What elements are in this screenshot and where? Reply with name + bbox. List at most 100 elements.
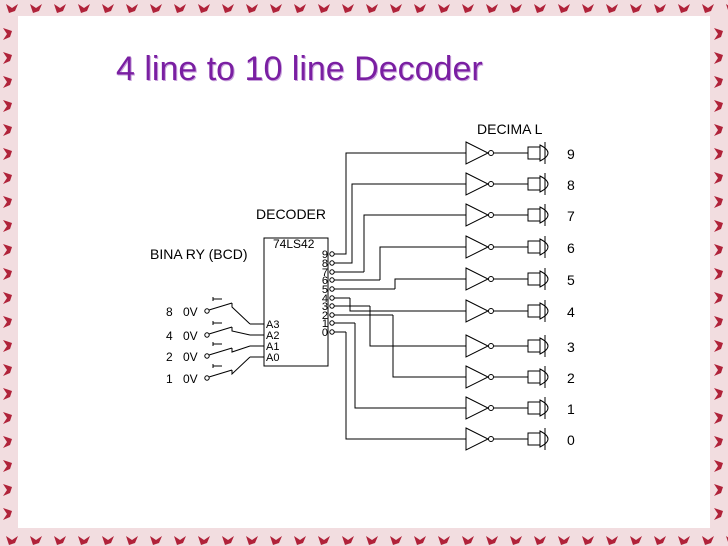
border-ornament (510, 4, 522, 13)
border-ornament (714, 100, 723, 112)
border-ornament (3, 268, 12, 280)
output-wire (354, 323, 466, 409)
border-ornament (3, 28, 12, 40)
chip-input-pin-label: A1 (266, 341, 279, 353)
switch-weight-label: 4 (166, 329, 173, 343)
output-wire (345, 332, 466, 440)
border-ornament (714, 316, 723, 328)
border-ornament (486, 536, 498, 545)
chip-output-pin-label: 2 (322, 310, 328, 322)
border-ornament (222, 4, 234, 13)
border-ornament (714, 292, 723, 304)
buffer-gate (465, 172, 490, 196)
border-ornament (438, 536, 450, 545)
output-wire (369, 306, 466, 347)
border-ornament (486, 4, 498, 13)
border-ornament (150, 4, 162, 13)
border-ornament (366, 536, 378, 545)
decimal-output-label: 7 (567, 208, 575, 224)
border-ornament (3, 484, 12, 496)
decoder-circuit: DECIMA L DECODER 74LS42 BINA RY (BCD) 98… (150, 121, 575, 451)
border-ornament (630, 536, 642, 545)
decimal-label: DECIMA L (477, 121, 543, 137)
border-ornament (3, 340, 12, 352)
led-body (527, 240, 541, 254)
switch-voltage-label: 0V (183, 350, 198, 364)
border-ornament (3, 172, 12, 184)
border-ornament (318, 536, 330, 545)
border-ornament (294, 536, 306, 545)
chip-output-pin-label: 7 (322, 267, 328, 279)
led-lens (539, 144, 549, 162)
buffer-gate (465, 427, 490, 451)
switch-lever (208, 369, 233, 378)
border-ornament (3, 148, 12, 160)
chip-output-bubble (329, 286, 335, 292)
border-ornament (150, 536, 162, 545)
chip-output-pin-label: 1 (322, 318, 328, 330)
led-lens (539, 175, 549, 193)
decimal-output-label: 8 (567, 177, 575, 193)
border-ornament (714, 388, 723, 400)
border-ornament (198, 536, 210, 545)
led-lens (539, 238, 549, 256)
border-ornament (366, 4, 378, 13)
border-ornament (6, 4, 18, 13)
border-ornament (3, 436, 12, 448)
border-ornament (414, 536, 426, 545)
border-ornament (78, 536, 90, 545)
buffer-gate (465, 365, 490, 389)
chip-output-bubble (329, 320, 335, 326)
led-body (527, 304, 541, 318)
chip-output-bubble (329, 329, 335, 335)
buffer-inverter-bubble (488, 308, 494, 314)
output-wire (392, 315, 466, 378)
border-ornament (198, 4, 210, 13)
border-ornament (630, 4, 642, 13)
border-ornament (222, 536, 234, 545)
led-body (527, 208, 541, 222)
border-ornament (3, 52, 12, 64)
border-ornament (714, 148, 723, 160)
chip-input-pin-label: A3 (266, 319, 279, 331)
buffer-inverter-bubble (488, 343, 494, 349)
switch-contact (204, 308, 210, 314)
switch-voltage-label: 0V (183, 372, 198, 386)
border-ornament (294, 4, 306, 13)
border-ornament (510, 536, 522, 545)
decimal-output-label: 9 (567, 146, 575, 162)
border-ornament (54, 536, 66, 545)
buffer-inverter-bubble (488, 212, 494, 218)
switch-lever (208, 326, 233, 335)
border-ornament (246, 4, 258, 13)
chip-output-bubble (329, 260, 335, 266)
buffer-inverter-bubble (488, 181, 494, 187)
border-ornament (462, 536, 474, 545)
decimal-output-label: 5 (567, 272, 575, 288)
buffer-inverter-bubble (488, 374, 494, 380)
switch-wire (231, 345, 251, 353)
led-body (527, 432, 541, 446)
chip-output-bubble (329, 312, 335, 318)
switch-lever (208, 302, 233, 311)
border-ornament (30, 536, 42, 545)
border-ornament (678, 4, 690, 13)
border-ornament (3, 100, 12, 112)
border-ornament (714, 76, 723, 88)
chip-output-pin-label: 5 (322, 284, 328, 296)
border-ornament (714, 436, 723, 448)
led-lens (539, 337, 549, 355)
border-ornament (3, 124, 12, 136)
buffer-inverter-bubble (488, 244, 494, 250)
border-ornament (414, 4, 426, 13)
decoder-label: DECODER (256, 206, 326, 222)
decoder-chip-body (263, 237, 329, 367)
border-ornament (3, 364, 12, 376)
chip-output-bubble (329, 269, 335, 275)
output-wire (342, 152, 466, 255)
switch-lever (208, 347, 233, 356)
border-ornament (678, 536, 690, 545)
switch-voltage-label: 0V (183, 305, 198, 319)
buffer-gate (465, 235, 490, 259)
